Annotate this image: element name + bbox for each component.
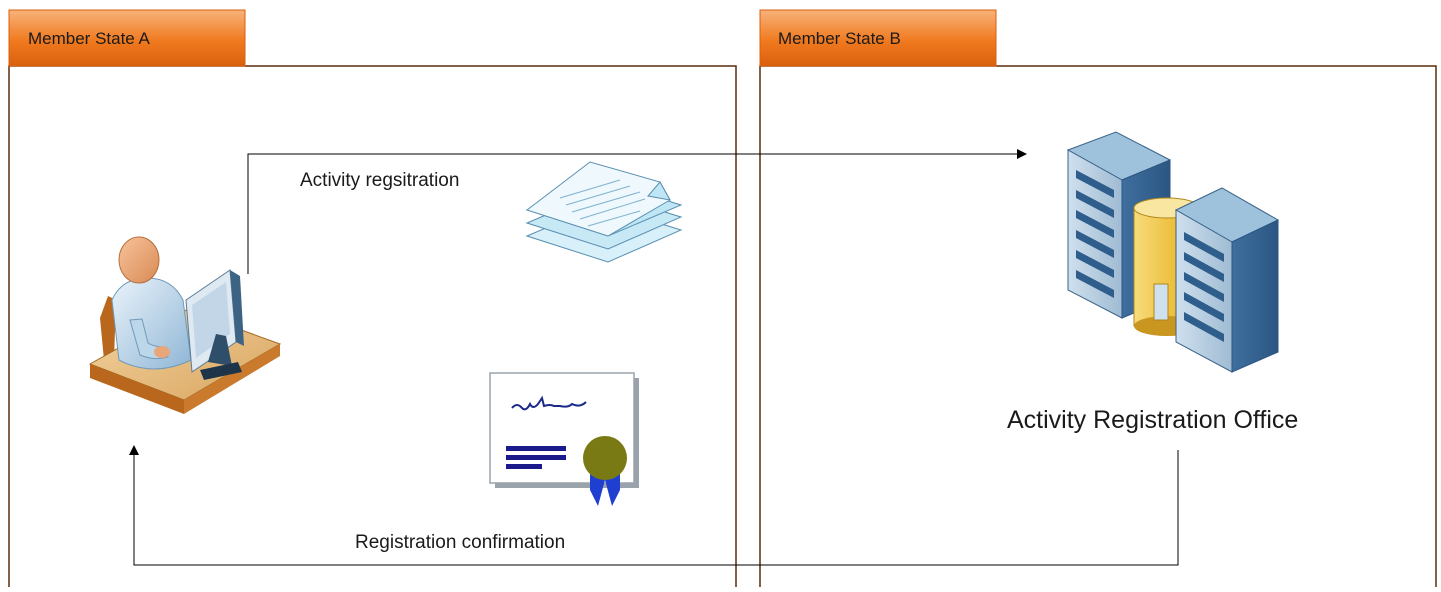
- office-label: Activity Registration Office: [1007, 406, 1298, 434]
- flow-registration: Activity regsitration: [247, 149, 1027, 274]
- region-b-tab: Member State B: [759, 9, 997, 67]
- region-a-tab: Member State A: [8, 9, 246, 67]
- region-a-frame: [8, 65, 737, 592]
- document-stack-icon: [525, 161, 683, 263]
- user-at-computer-icon: [88, 236, 282, 414]
- region-member-state-a: Member State A: [8, 9, 737, 592]
- server-database-icon: [1066, 131, 1280, 373]
- registration-label: Activity regsitration: [300, 170, 459, 191]
- region-b-frame: [759, 65, 1437, 592]
- region-b-label: Member State B: [778, 29, 901, 48]
- certificate-icon: [489, 372, 639, 506]
- region-a-label: Member State A: [28, 29, 151, 48]
- confirmation-arrow: [129, 445, 1179, 566]
- region-member-state-b: Member State B: [759, 9, 1437, 592]
- confirmation-label: Registration confirmation: [355, 532, 565, 553]
- flow-confirmation: Registration confirmation: [129, 445, 1179, 566]
- registration-arrow: [247, 149, 1027, 274]
